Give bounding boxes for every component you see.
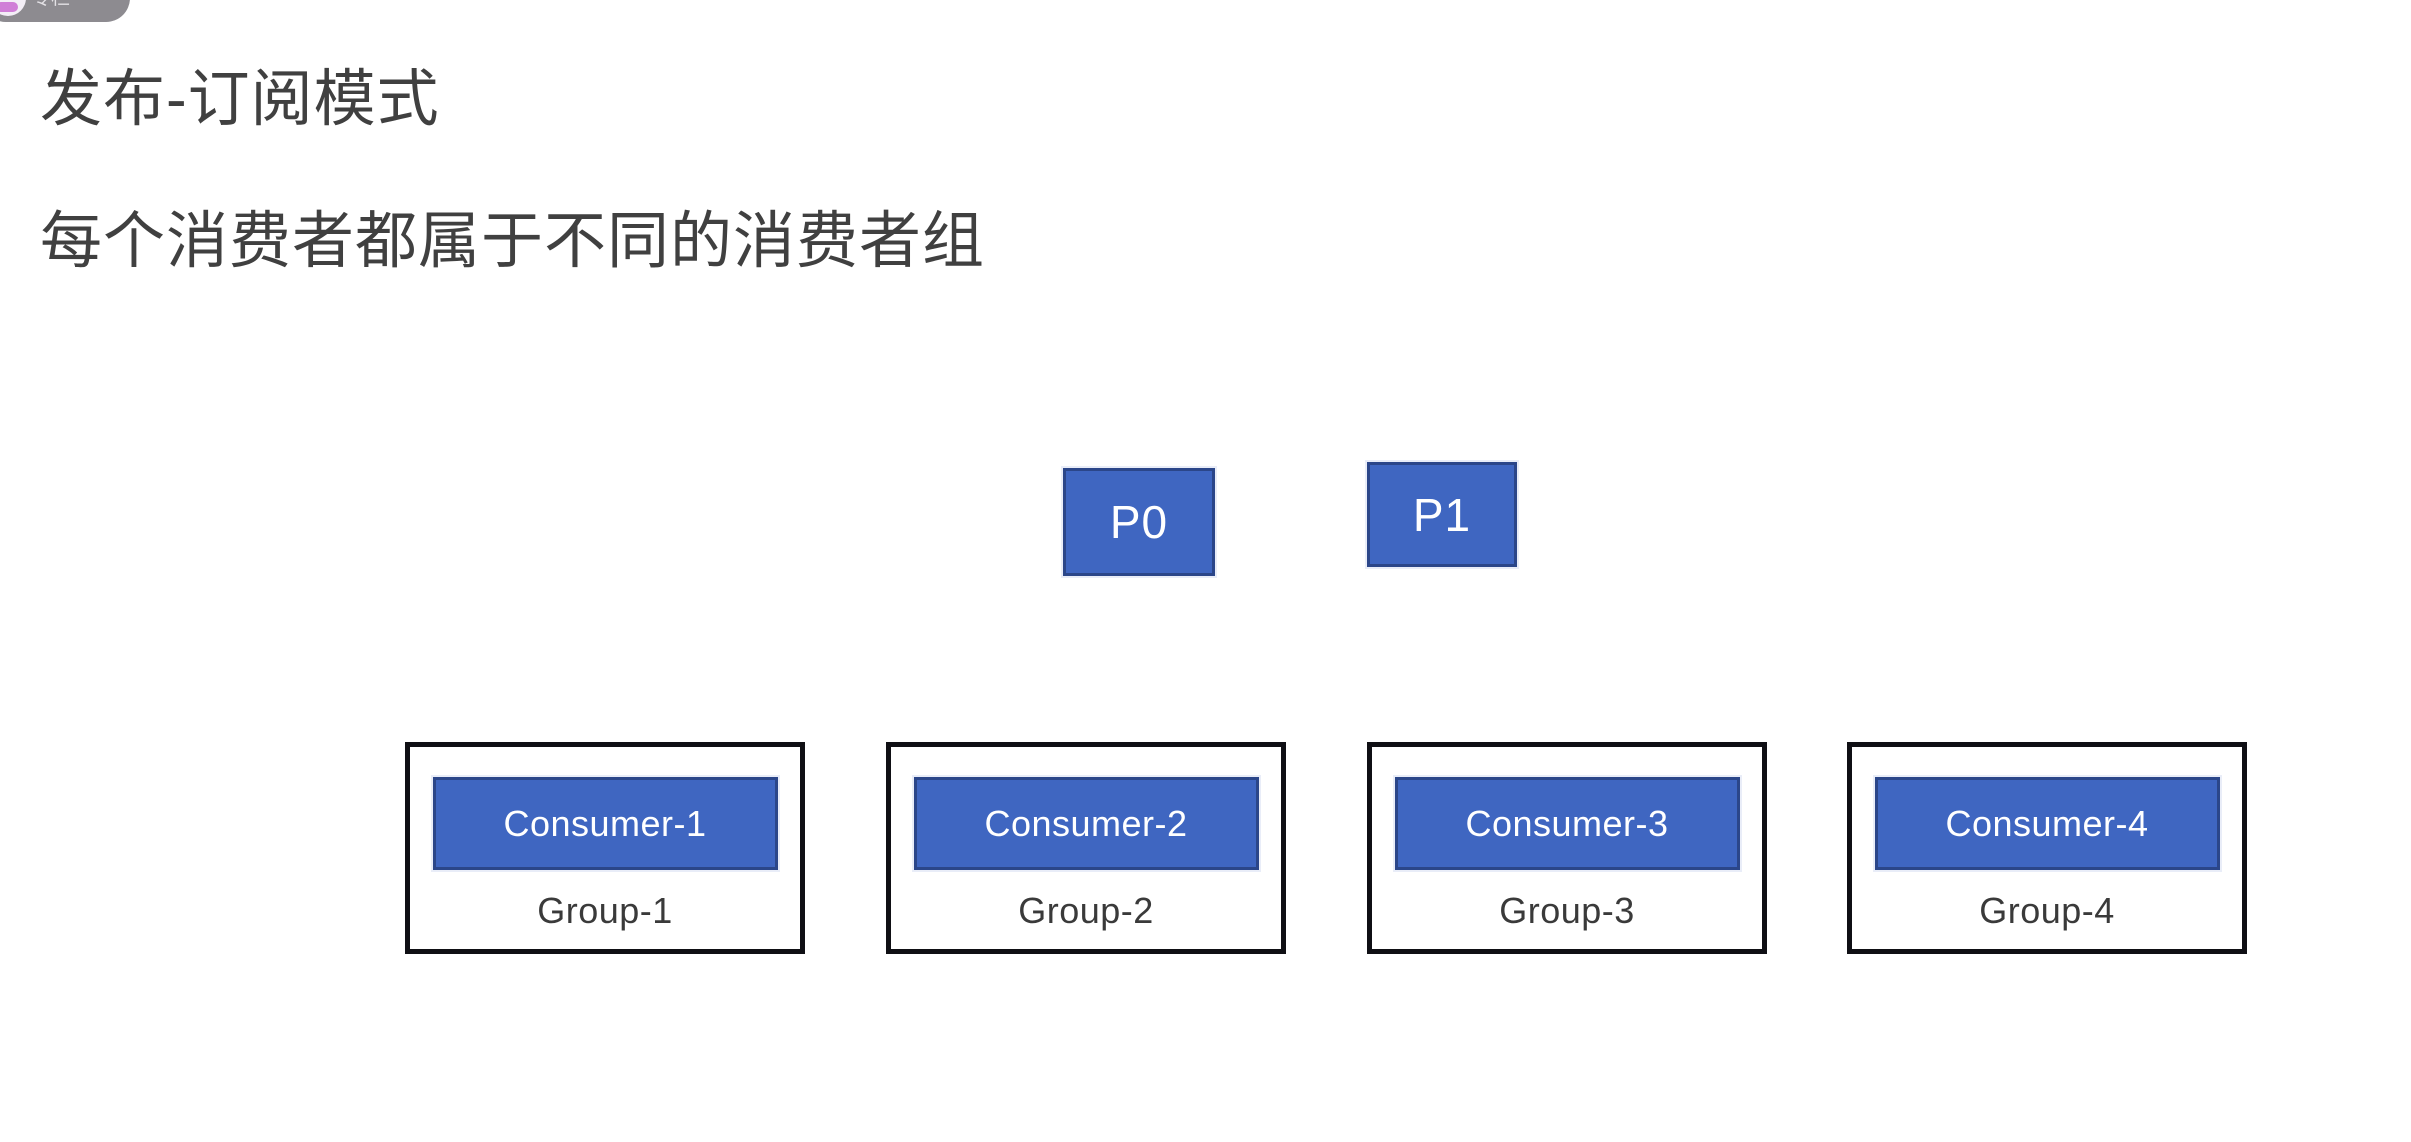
- consumer-box: Consumer-2: [913, 777, 1259, 870]
- group-label: Group-1: [537, 890, 673, 931]
- page-title: 发布-订阅模式: [40, 65, 440, 134]
- watermark-label: 专栏: [32, 0, 70, 8]
- page-subtitle: 每个消费者都属于不同的消费者组: [40, 207, 986, 276]
- watermark-badge: 专栏: [0, 0, 130, 22]
- partition-box-p0: P0: [1063, 468, 1215, 576]
- partition-box-p1: P1: [1367, 462, 1517, 567]
- consumer-group-box: Consumer-3 Group-3: [1367, 742, 1767, 954]
- consumer-group-box: Consumer-2 Group-2: [886, 742, 1286, 954]
- user-avatar-icon: [0, 0, 26, 16]
- consumer-box: Consumer-4: [1874, 777, 2220, 870]
- consumer-group-box: Consumer-1 Group-1: [405, 742, 805, 954]
- consumer-box: Consumer-3: [1394, 777, 1740, 870]
- group-label: Group-2: [1018, 890, 1154, 931]
- group-label: Group-3: [1499, 890, 1635, 931]
- consumer-box: Consumer-1: [432, 777, 778, 870]
- consumer-group-box: Consumer-4 Group-4: [1847, 742, 2247, 954]
- group-label: Group-4: [1979, 890, 2115, 931]
